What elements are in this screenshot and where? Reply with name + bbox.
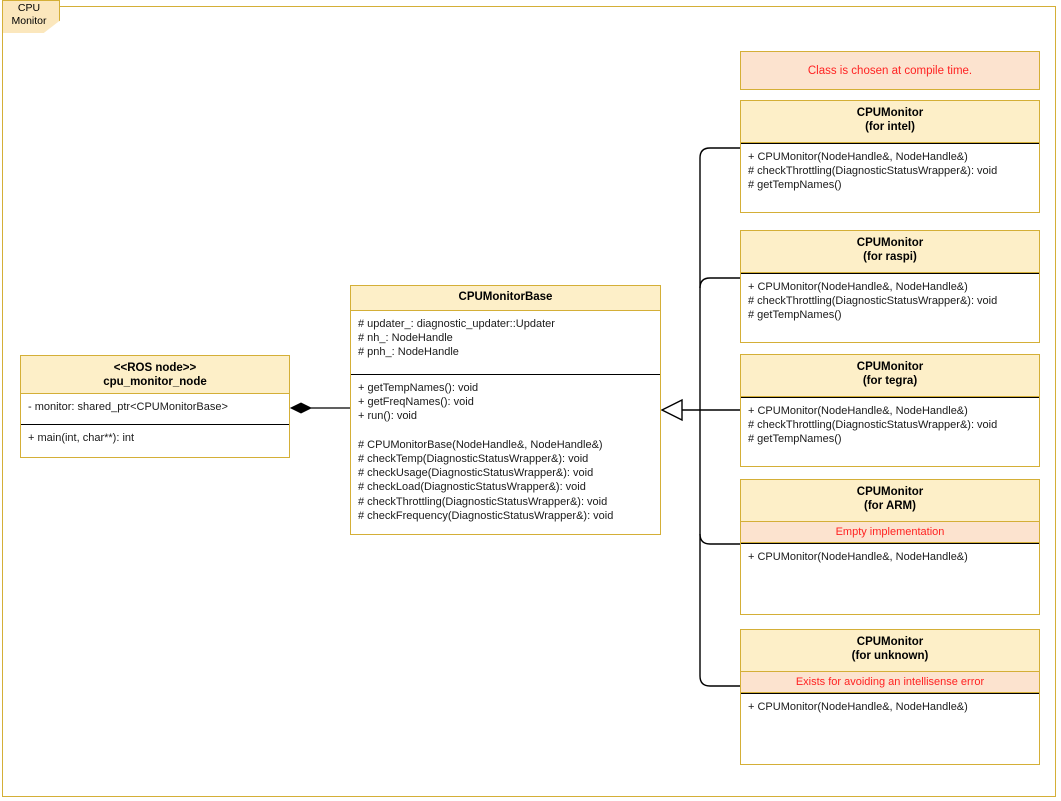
class-separator [741, 143, 1039, 144]
compile-time-note: Class is chosen at compile time. [740, 51, 1040, 90]
class-cpu-monitor-unknown[interactable]: CPUMonitor (for unknown) Exists for avoi… [740, 629, 1040, 765]
class-separator [741, 273, 1039, 274]
class-title-cpu-monitor-base: CPUMonitorBase [351, 286, 660, 311]
class-title-cpu-monitor-raspi: CPUMonitor (for raspi) [741, 231, 1039, 273]
class-operations-cpu-monitor-arm: + CPUMonitor(NodeHandle&, NodeHandle&) [748, 551, 968, 563]
class-separator [21, 424, 289, 425]
class-separator [741, 693, 1039, 694]
class-cpu-monitor-raspi[interactable]: CPUMonitor (for raspi) + CPUMonitor(Node… [740, 230, 1040, 343]
class-operations-cpu-monitor-node: + main(int, char**): int [28, 432, 135, 444]
compile-time-note-text: Class is chosen at compile time. [807, 64, 973, 77]
class-title-cpu-monitor-node: <<ROS node>> cpu_monitor_node [21, 356, 289, 394]
class-separator [351, 374, 660, 375]
class-title-cpu-monitor-arm: CPUMonitor (for ARM) [741, 480, 1039, 522]
package-tab [2, 0, 60, 33]
class-operations-cpu-monitor-unknown: + CPUMonitor(NodeHandle&, NodeHandle&) [748, 701, 968, 713]
package-tab-label: CPU Monitor [11, 2, 47, 27]
class-cpu-monitor-arm[interactable]: CPUMonitor (for ARM) Empty implementatio… [740, 479, 1040, 615]
class-cpu-monitor-tegra[interactable]: CPUMonitor (for tegra) + CPUMonitor(Node… [740, 354, 1040, 467]
class-attributes-cpu-monitor-base: # updater_: diagnostic_updater::Updater … [358, 318, 555, 359]
class-operations-cpu-monitor-raspi: + CPUMonitor(NodeHandle&, NodeHandle&) #… [748, 281, 998, 322]
class-separator [741, 397, 1039, 398]
class-title-cpu-monitor-intel: CPUMonitor (for intel) [741, 101, 1039, 143]
class-operations-cpu-monitor-base: + getTempNames(): void + getFreqNames():… [358, 382, 614, 522]
class-separator [741, 543, 1039, 544]
class-cpu-monitor-node[interactable]: <<ROS node>> cpu_monitor_node - monitor:… [20, 355, 290, 458]
class-attributes-cpu-monitor-node: - monitor: shared_ptr<CPUMonitorBase> [28, 401, 228, 413]
class-note-row-cpu-monitor-arm: Empty implementation [741, 522, 1039, 543]
class-operations-cpu-monitor-intel: + CPUMonitor(NodeHandle&, NodeHandle&) #… [748, 151, 998, 192]
class-note-row-cpu-monitor-unknown: Exists for avoiding an intellisense erro… [741, 672, 1039, 693]
class-cpu-monitor-intel[interactable]: CPUMonitor (for intel) + CPUMonitor(Node… [740, 100, 1040, 213]
class-cpu-monitor-base[interactable]: CPUMonitorBase # updater_: diagnostic_up… [350, 285, 661, 535]
class-title-cpu-monitor-unknown: CPUMonitor (for unknown) [741, 630, 1039, 672]
class-operations-cpu-monitor-tegra: + CPUMonitor(NodeHandle&, NodeHandle&) #… [748, 405, 998, 446]
class-title-cpu-monitor-tegra: CPUMonitor (for tegra) [741, 355, 1039, 397]
